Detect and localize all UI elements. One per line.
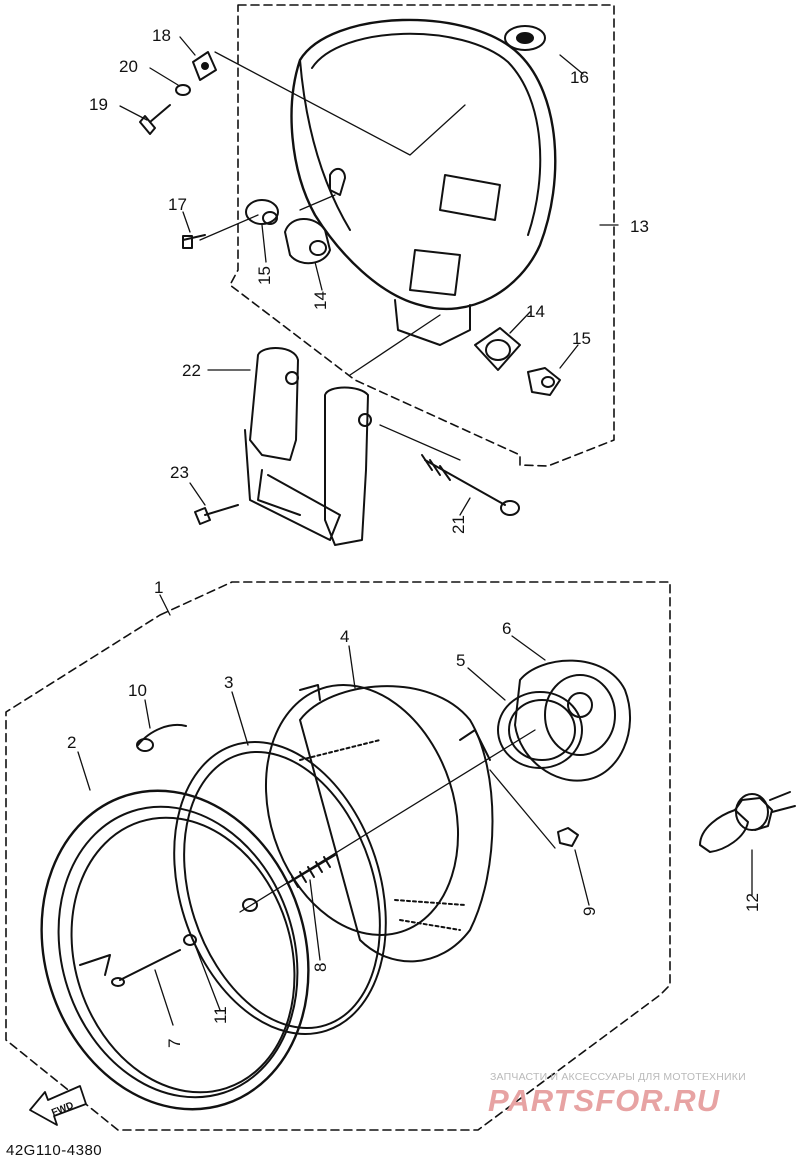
screw-19 [139,104,171,135]
nut-20 [175,84,191,96]
spring-8 [287,854,336,888]
lens-unit-4 [264,683,494,963]
callout-14-left: 14 [311,291,330,310]
callout-9: 9 [580,907,599,916]
clip-18 [192,51,217,81]
bracket-22 [244,347,372,546]
watermark-brand: PARTSFOR.RU [488,1083,721,1118]
lower-assembly-dashed-box [5,581,671,1131]
callout-6: 6 [502,619,511,638]
bulb-12 [699,791,796,853]
bolt-17 [182,234,206,249]
callout-23: 23 [170,463,189,482]
callout-15-left: 15 [255,266,274,285]
headlight-housing [290,18,557,346]
callout-7: 7 [165,1039,184,1048]
headlight-rim-2 [40,789,310,1111]
callout-2: 2 [67,733,76,752]
clip-10 [136,724,187,752]
callout-11: 11 [211,1006,230,1024]
damper-14-right [474,327,521,371]
callout-12: 12 [743,893,762,912]
screw-7 [111,949,181,987]
callout-10: 10 [128,681,147,700]
watermark-tagline: ЗАПЧАСТИ И АКСЕССУАРЫ ДЛЯ МОТОТЕХНИКИ [490,1071,746,1083]
callout-1: 1 [154,578,163,597]
callout-15-right: 15 [572,329,591,348]
callout-14-right: 14 [526,302,545,321]
callout-20: 20 [119,57,138,76]
forward-arrow-icon: FWD [29,1085,87,1126]
callout-22: 22 [182,361,201,380]
callout-18: 18 [152,26,171,45]
collar-15-left [245,199,279,225]
socket-cover-6 [514,659,631,782]
damper-14-left [284,218,331,265]
grommet-16 [504,25,546,51]
callout-13: 13 [630,217,649,236]
seal-5 [497,691,583,769]
retaining-ring-3 [173,741,387,1035]
bolt-23 [194,504,239,525]
callout-4: 4 [340,627,349,646]
callout-3: 3 [224,673,233,692]
callout-5: 5 [456,651,465,670]
washer-11 [183,934,197,946]
diagram-code: 42G110-4380 [6,1142,103,1159]
nut-9 [557,827,579,847]
callout-21: 21 [449,515,468,534]
bolt-21 [421,454,520,516]
callout-19: 19 [89,95,108,114]
collar-15-right [527,367,561,396]
callout-8: 8 [311,963,330,972]
upper-assembly-dashed-box [229,4,615,467]
callout-16: 16 [570,68,589,87]
callout-17: 17 [168,195,187,214]
